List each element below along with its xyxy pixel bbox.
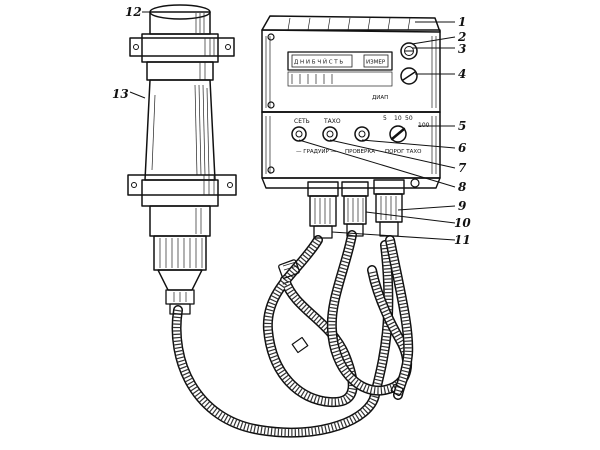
tacho-label: ТАХО	[323, 118, 341, 125]
check-knob	[354, 126, 370, 142]
callout-12: 12	[125, 5, 142, 19]
electronic-unit: Д Н И Б Ч Й С Т Ь ИЗМЕР ДИАП СЕ	[261, 15, 441, 239]
range-knob	[400, 67, 418, 85]
tacho-knob	[322, 126, 338, 142]
callout-8: 8	[458, 180, 467, 194]
callout-numbers: 1 2 3 4 5 6 7 8 9 10 11 12 13	[112, 5, 471, 247]
top-bracket	[129, 37, 235, 57]
unit-front-panel	[261, 29, 441, 113]
cable-plug-right	[390, 383, 404, 397]
cable-harness	[171, 230, 414, 438]
range-label: ДИАП	[372, 95, 388, 101]
graduation-label: — ГРАДУИР —	[296, 149, 337, 155]
network-label: СЕТЬ	[294, 118, 310, 125]
callout-2: 2	[457, 30, 466, 44]
screw-icon	[267, 166, 275, 174]
scale-mark: 50	[405, 115, 413, 122]
connector-left	[307, 181, 339, 239]
indicator-lamp	[400, 42, 418, 60]
sensor-cylinder	[127, 4, 237, 315]
callout-11: 11	[454, 233, 471, 247]
range-selector-knob	[389, 125, 407, 143]
display-left-label: Д Н И Б Ч Й С Т Ь	[294, 59, 343, 66]
cable-plug-left	[278, 259, 300, 279]
unit-lid	[261, 15, 441, 33]
callout-9: 9	[458, 199, 467, 213]
callout-7: 7	[458, 161, 467, 175]
screw-icon	[267, 33, 275, 41]
callout-4: 4	[458, 67, 466, 81]
threshold-label: ПОРОГ ТАХО	[385, 149, 422, 155]
scale-mark: 5	[383, 115, 387, 122]
callout-10: 10	[454, 216, 471, 230]
callout-6: 6	[458, 141, 467, 155]
network-switch	[291, 126, 307, 142]
scale-mark: 10	[394, 115, 402, 122]
screw-icon	[267, 101, 275, 109]
callout-1: 1	[458, 15, 466, 29]
display-window	[287, 51, 393, 71]
callout-3: 3	[458, 42, 466, 56]
sensor-nut	[153, 235, 207, 271]
leader-lines	[129, 11, 456, 241]
display-right-label: ИЗМЕР	[366, 60, 386, 66]
cable-clip	[291, 336, 309, 354]
bottom-bracket	[127, 174, 237, 196]
check-label: ПРОВЕРКА	[345, 149, 375, 155]
callout-13: 13	[112, 87, 129, 101]
connector-center	[341, 181, 369, 237]
callout-5: 5	[458, 119, 466, 133]
